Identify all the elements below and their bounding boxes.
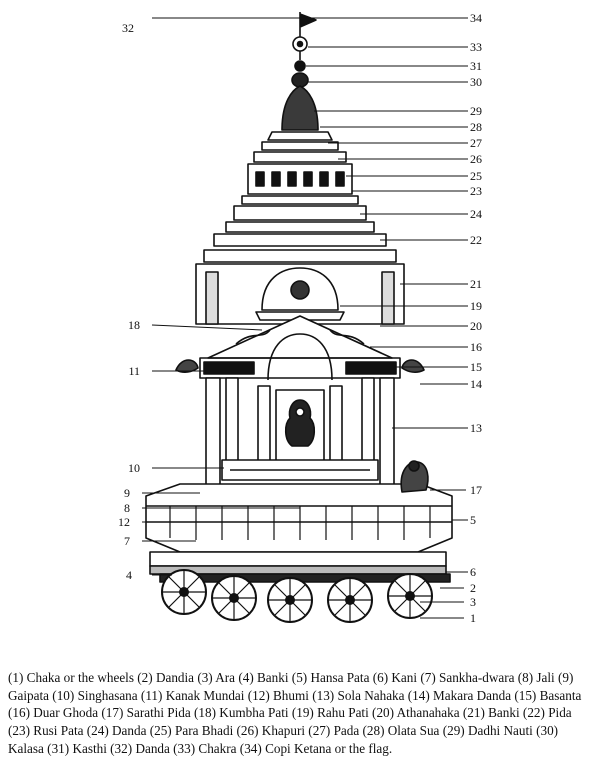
callout-2: 2 (470, 581, 476, 595)
wheel-icon (267, 577, 313, 623)
callout-24: 24 (470, 207, 482, 221)
callout-8: 8 (124, 501, 130, 515)
figure-caption: (1) Chaka or the wheels (2) Dandia (3) A… (8, 670, 582, 756)
callout-18: 18 (128, 318, 140, 332)
callout-32: 32 (122, 21, 134, 35)
callout-21: 21 (470, 277, 482, 291)
danda-tier (233, 205, 367, 221)
callout-6: 6 (470, 565, 476, 579)
leader-18 (151, 324, 263, 331)
wheel-icon (211, 575, 257, 621)
callout-34: 34 (470, 11, 482, 25)
wheels (161, 569, 433, 623)
callout-23: 23 (470, 184, 482, 198)
callout-14: 14 (470, 377, 482, 391)
banki-beam (149, 551, 447, 567)
callout-25: 25 (470, 169, 482, 183)
callout-4: 4 (126, 568, 132, 582)
callout-19: 19 (470, 299, 482, 313)
callout-13: 13 (470, 421, 482, 435)
wheel-icon (387, 573, 433, 619)
dandia-axle (159, 573, 451, 583)
kalasa-icon (291, 72, 309, 88)
callout-11: 11 (128, 364, 140, 378)
deity-figure (284, 399, 316, 447)
callout-12: 12 (118, 515, 130, 529)
callout-5: 5 (470, 513, 476, 527)
para-bhadi-tier (247, 163, 353, 195)
callout-10: 10 (128, 461, 140, 475)
callout-3: 3 (470, 595, 476, 609)
callout-17: 17 (470, 483, 482, 497)
callout-16: 16 (470, 340, 482, 354)
columns (205, 377, 395, 491)
callout-30: 30 (470, 75, 482, 89)
callout-33: 33 (470, 40, 482, 54)
pida-tier (213, 233, 387, 247)
callout-28: 28 (470, 120, 482, 134)
callout-22: 22 (470, 233, 482, 247)
gaipata-platform (145, 483, 453, 553)
dome-shape (281, 85, 319, 131)
makara-right-icon (401, 359, 425, 373)
wheel-icon (161, 569, 207, 615)
callout-15: 15 (470, 360, 482, 374)
callout-27: 27 (470, 136, 482, 150)
callout-26: 26 (470, 152, 482, 166)
makara-left-icon (175, 359, 199, 373)
callout-1: 1 (470, 611, 476, 625)
kasthi-icon (294, 60, 306, 72)
chariot-drawing (142, 12, 468, 623)
khapuri-tier (261, 141, 339, 151)
callout-31: 31 (470, 59, 482, 73)
wheel-icon (327, 577, 373, 623)
kanak-mundai-arch (267, 333, 333, 381)
flag-icon (299, 12, 317, 30)
callout-7: 7 (124, 534, 130, 548)
callout-9: 9 (124, 486, 130, 500)
chariot-diagram: 32 34 33 31 30 29 28 27 26 25 23 24 22 2… (118, 11, 482, 625)
callout-20: 20 (470, 319, 482, 333)
callout-29: 29 (470, 104, 482, 118)
